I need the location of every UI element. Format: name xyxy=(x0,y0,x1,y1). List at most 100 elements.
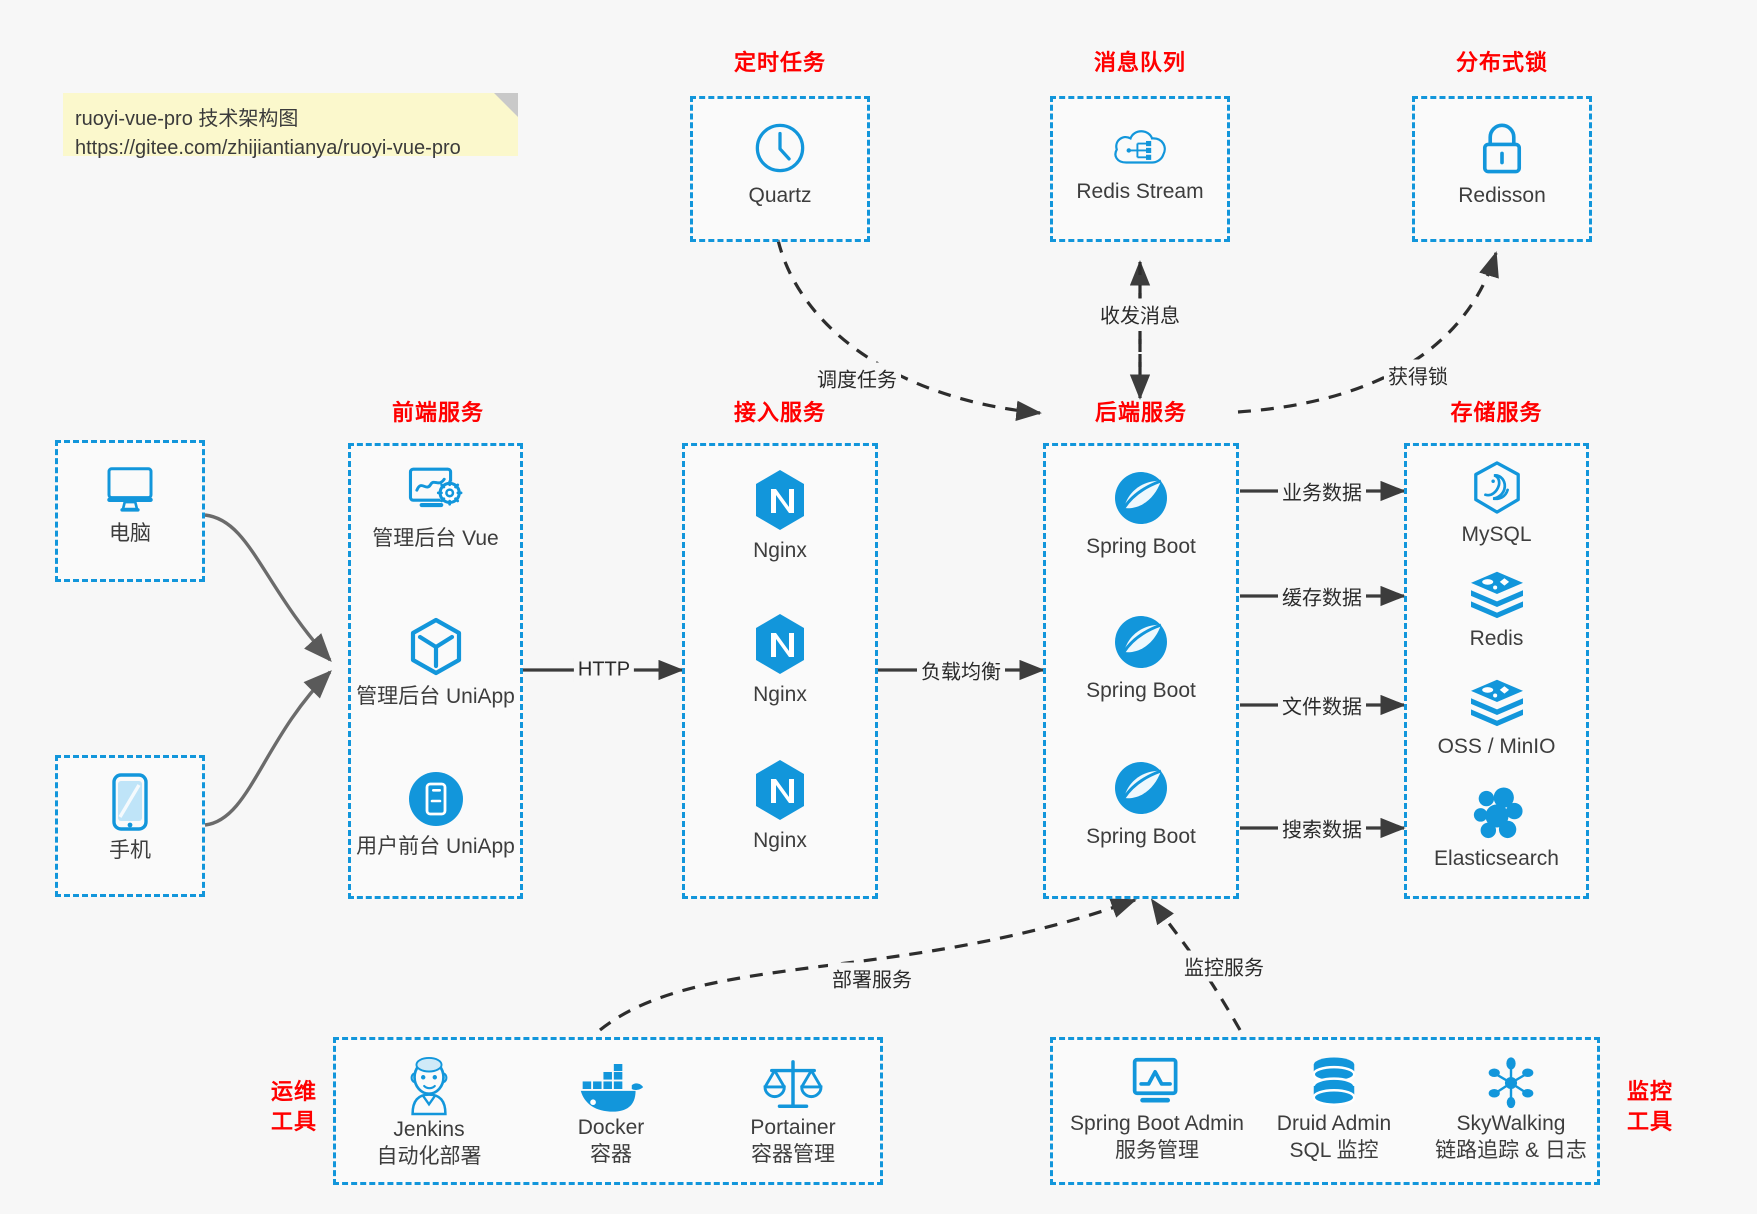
monitor-title-line1: 监控 xyxy=(1626,1079,1673,1104)
node-user-uniapp[interactable]: 用户前台 UniApp xyxy=(351,770,520,860)
phone-circle-icon xyxy=(408,772,463,826)
edge-label-lb: 负载均衡 xyxy=(917,654,1005,686)
node-jenkins[interactable]: Jenkins 自动化部署 xyxy=(344,1054,514,1170)
mysql-icon xyxy=(1473,461,1520,514)
note-url: https://gitee.com/zhijiantianya/ruoyi-vu… xyxy=(75,137,461,159)
redis-icon xyxy=(1470,571,1523,619)
node-redisson[interactable]: Redisson xyxy=(1415,119,1589,209)
node-label: Spring Boot xyxy=(1086,535,1196,558)
ops-title-line1: 运维 xyxy=(270,1079,317,1104)
cloud-network-icon xyxy=(1114,130,1166,164)
node-skywalking[interactable]: SkyWalking 链路追踪 & 日志 xyxy=(1411,1056,1611,1164)
mobile-phone-icon xyxy=(112,773,148,831)
node-label: 管理后台 UniApp xyxy=(356,685,515,708)
oss-minio-icon xyxy=(1470,679,1523,727)
node-quartz[interactable]: Quartz xyxy=(693,119,867,209)
group-box-client-mobile: 手机 xyxy=(55,755,205,897)
edge-label-deploy: 部署服务 xyxy=(828,962,916,994)
spring-boot-icon xyxy=(1115,472,1167,524)
node-redis-stream[interactable]: Redis Stream xyxy=(1053,121,1227,205)
node-desc: 容器管理 xyxy=(751,1143,835,1166)
node-spring-boot-admin[interactable]: Spring Boot Admin 服务管理 xyxy=(1057,1056,1257,1164)
node-name: Jenkins xyxy=(393,1118,465,1141)
skywalking-node-icon xyxy=(1488,1057,1534,1109)
node-admin-vue[interactable]: 管理后台 Vue xyxy=(351,464,520,552)
group-title-backend: 后端服务 xyxy=(1094,400,1187,425)
monitor-chart-icon xyxy=(1132,1057,1178,1103)
group-box-client-desktop: 电脑 xyxy=(55,440,205,582)
edge-label-biz: 业务数据 xyxy=(1278,475,1366,507)
node-elasticsearch[interactable]: Elasticsearch xyxy=(1407,786,1586,872)
node-desc: 链路追踪 & 日志 xyxy=(1435,1139,1587,1162)
node-redis[interactable]: Redis xyxy=(1407,568,1586,652)
node-label: Nginx xyxy=(753,829,807,852)
node-label: Spring Boot xyxy=(1086,679,1196,702)
node-name: Spring Boot Admin xyxy=(1070,1112,1244,1135)
scales-balance-icon xyxy=(763,1060,823,1109)
node-spring-boot-2[interactable]: Spring Boot xyxy=(1046,612,1236,704)
elasticsearch-icon xyxy=(1473,787,1523,839)
node-name: Druid Admin xyxy=(1276,1112,1392,1135)
group-box-storage: MySQL Redis OSS / MinIO xyxy=(1404,443,1589,899)
jenkins-icon xyxy=(410,1057,448,1116)
lock-icon xyxy=(1482,123,1522,174)
node-mysql[interactable]: MySQL xyxy=(1407,460,1586,548)
node-label: Redis xyxy=(1469,627,1524,650)
node-nginx-2[interactable]: Nginx xyxy=(685,612,875,708)
group-box-message-queue: Redis Stream xyxy=(1050,96,1230,242)
node-mobile[interactable]: 手机 xyxy=(58,772,202,864)
node-druid-admin[interactable]: Druid Admin SQL 监控 xyxy=(1249,1056,1419,1164)
spring-boot-icon xyxy=(1115,762,1167,814)
node-spring-boot-1[interactable]: Spring Boot xyxy=(1046,468,1236,560)
sticky-note: ruoyi-vue-pro 技术架构图 https://gitee.com/zh… xyxy=(63,93,518,159)
node-label: Redis Stream xyxy=(1076,180,1204,203)
node-docker[interactable]: Docker 容器 xyxy=(526,1064,696,1168)
edge-label-lock: 获得锁 xyxy=(1384,359,1452,391)
group-title-storage: 存储服务 xyxy=(1450,400,1543,425)
group-title-frontend: 前端服务 xyxy=(391,400,484,425)
edge-label-http: HTTP xyxy=(573,657,635,683)
node-portainer[interactable]: Portainer 容器管理 xyxy=(708,1058,878,1168)
clock-icon xyxy=(755,123,805,173)
group-box-frontend: 管理后台 Vue 管理后台 UniApp 用户前台 UniApp xyxy=(348,443,523,899)
node-label: Elasticsearch xyxy=(1434,847,1559,870)
node-desc: 自动化部署 xyxy=(376,1145,482,1168)
group-title-distributed-lock: 分布式锁 xyxy=(1455,50,1548,75)
node-label: MySQL xyxy=(1461,523,1532,546)
monitor-title-line2: 工具 xyxy=(1626,1109,1673,1134)
database-stack-icon xyxy=(1312,1057,1356,1106)
note-fold-corner xyxy=(494,93,518,117)
node-nginx-3[interactable]: Nginx xyxy=(685,758,875,854)
node-label: 手机 xyxy=(109,839,151,862)
nginx-icon xyxy=(756,470,804,530)
node-desc: 容器 xyxy=(590,1143,632,1166)
edge-label-file: 文件数据 xyxy=(1278,689,1366,721)
node-label: Spring Boot xyxy=(1086,825,1196,848)
nginx-icon xyxy=(756,614,804,674)
node-label: 用户前台 UniApp xyxy=(356,835,515,858)
group-title-ops-tools: 运维 工具 xyxy=(258,1077,330,1137)
node-admin-uniapp[interactable]: 管理后台 UniApp xyxy=(351,616,520,710)
group-title-message-queue: 消息队列 xyxy=(1093,50,1186,75)
node-name: Docker xyxy=(577,1116,645,1139)
node-spring-boot-3[interactable]: Spring Boot xyxy=(1046,758,1236,850)
node-nginx-1[interactable]: Nginx xyxy=(685,468,875,564)
group-box-monitor-tools: Spring Boot Admin 服务管理 Druid Admin SQL 监… xyxy=(1050,1037,1600,1185)
node-desc: SQL 监控 xyxy=(1289,1139,1379,1162)
node-desktop[interactable]: 电脑 xyxy=(58,461,202,547)
group-box-ops-tools: Jenkins 自动化部署 Docker 容器 xyxy=(333,1037,883,1185)
node-desc: 服务管理 xyxy=(1115,1139,1199,1162)
spring-boot-icon xyxy=(1115,616,1167,668)
node-label: OSS / MinIO xyxy=(1437,735,1556,758)
node-label: Redisson xyxy=(1458,184,1546,207)
node-label: Nginx xyxy=(753,539,807,562)
group-box-backend: Spring Boot Spring Boot Spring Boot xyxy=(1043,443,1239,899)
group-title-gateway: 接入服务 xyxy=(733,400,826,425)
group-title-monitor-tools: 监控 工具 xyxy=(1614,1077,1686,1137)
edge-label-cache: 缓存数据 xyxy=(1278,580,1366,612)
edge-label-mq: 收发消息 xyxy=(1096,298,1184,330)
node-oss-minio[interactable]: OSS / MinIO xyxy=(1407,676,1586,760)
edge-label-schedule: 调度任务 xyxy=(813,362,901,394)
docker-whale-icon xyxy=(580,1064,644,1112)
group-box-gateway: Nginx Nginx Nginx xyxy=(682,443,878,899)
